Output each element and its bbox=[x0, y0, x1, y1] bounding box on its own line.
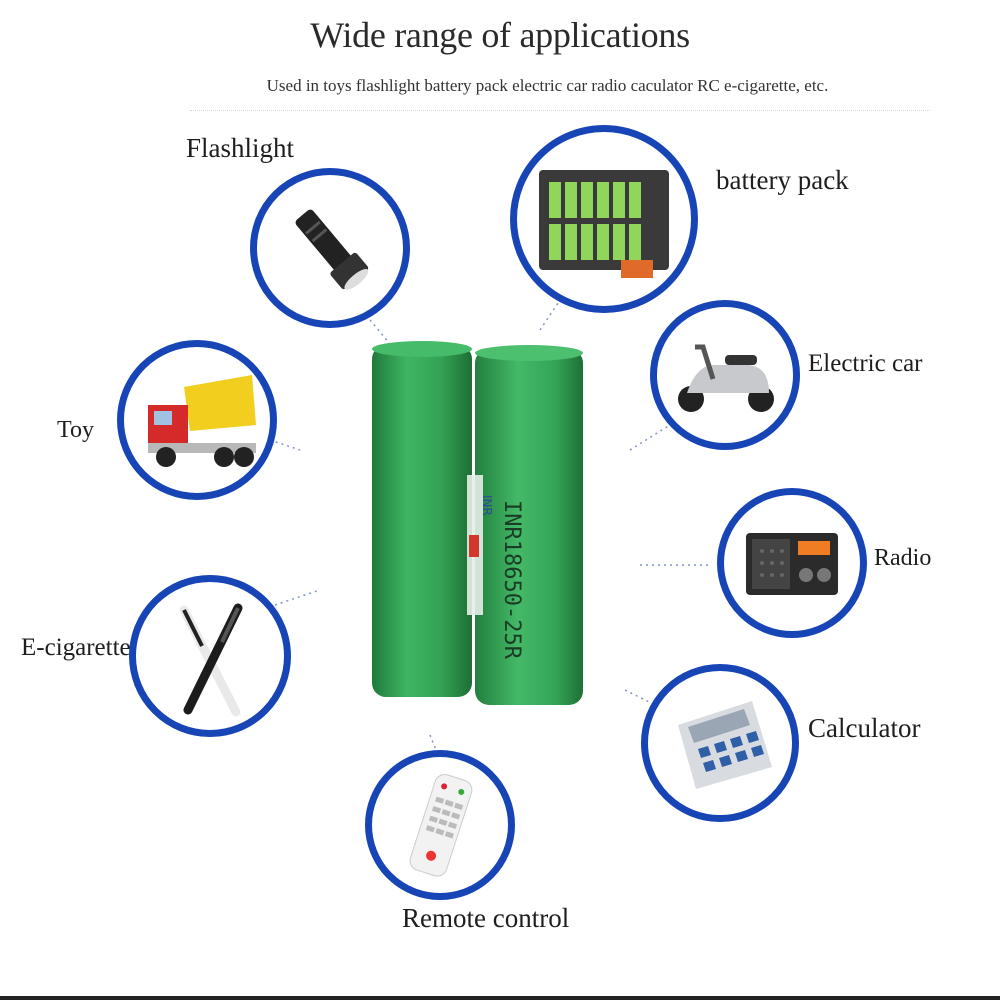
flashlight-icon bbox=[295, 209, 369, 290]
scooter-icon bbox=[678, 344, 774, 412]
label-remote-control: Remote control bbox=[402, 903, 570, 933]
battery-left bbox=[372, 341, 472, 697]
label-flashlight: Flashlight bbox=[186, 133, 295, 163]
e-cigarette-icon bbox=[179, 603, 243, 717]
battery-wrap-text: INR18650-25R bbox=[499, 500, 524, 660]
circle-battery-pack bbox=[510, 125, 698, 313]
label-e-cigarette: E-cigarette bbox=[21, 634, 131, 661]
label-toy: Toy bbox=[57, 417, 94, 443]
page-title: Wide range of applications bbox=[310, 15, 690, 55]
label-battery-pack: battery pack bbox=[716, 165, 849, 195]
divider bbox=[190, 110, 930, 111]
label-calculator: Calculator bbox=[808, 713, 921, 743]
battery-right bbox=[467, 345, 583, 705]
battery-cells: INR18650-25R INR bbox=[372, 341, 583, 705]
remote-control-icon bbox=[409, 773, 473, 877]
calculator-icon bbox=[678, 701, 772, 789]
bottom-edge bbox=[0, 996, 1000, 1000]
battery-pack-icon bbox=[539, 170, 669, 278]
page-subtitle: Used in toys flashlight battery pack ele… bbox=[266, 76, 829, 95]
circle-electric-car bbox=[650, 300, 800, 450]
radio-icon bbox=[746, 533, 838, 595]
circle-radio bbox=[717, 488, 867, 638]
label-radio: Radio bbox=[874, 545, 932, 571]
circle-toy bbox=[117, 340, 277, 500]
circle-flashlight bbox=[250, 168, 410, 328]
toy-truck-icon bbox=[148, 375, 256, 467]
circle-calculator bbox=[641, 664, 799, 822]
circle-e-cigarette bbox=[129, 575, 291, 737]
battery-small-text: INR bbox=[480, 495, 494, 516]
circle-remote-control bbox=[365, 750, 515, 900]
label-electric-car: Electric car bbox=[808, 350, 923, 377]
